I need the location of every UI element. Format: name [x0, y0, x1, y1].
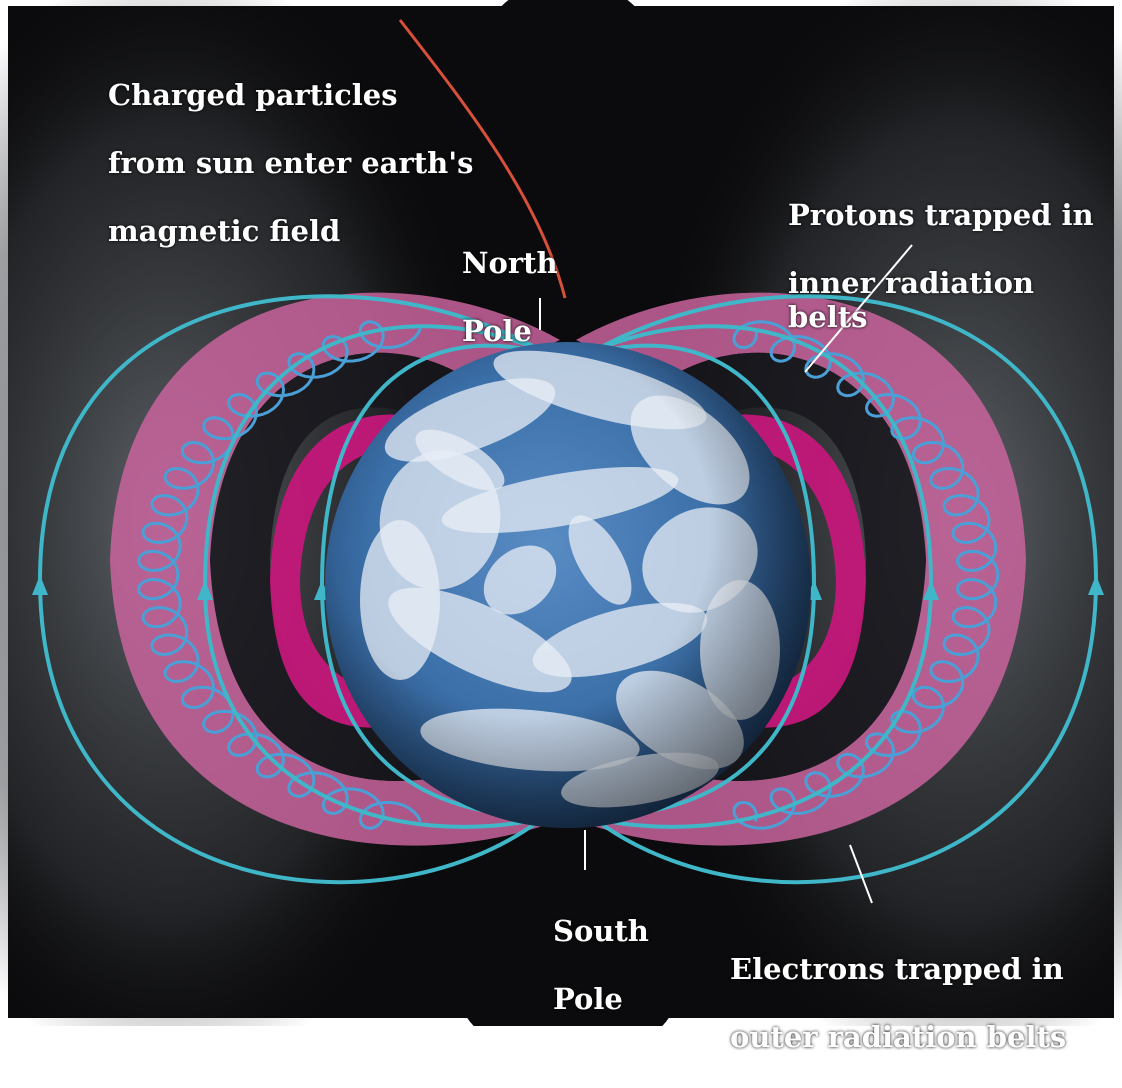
north-pole-line-1: North	[462, 246, 558, 280]
inner-belt-right	[706, 414, 866, 728]
arrow-middle-right	[923, 580, 939, 600]
arrow-middle-left	[197, 580, 213, 600]
charged-particles-line-3: magnetic field	[108, 214, 341, 248]
charged-particles-line-1: Charged particles	[108, 78, 398, 112]
protons-line-1: Protons trapped in	[788, 198, 1094, 232]
protons-line-2: inner radiation belts	[788, 266, 1035, 334]
south-pole-line-1: South	[553, 914, 649, 948]
radiation-belts-diagram: Charged particles from sun enter earth's…	[0, 0, 1122, 1054]
south-pole-label: South Pole	[553, 880, 649, 1050]
charged-particle-path	[398, 19, 567, 299]
electrons-label: Electrons trapped in outer radiation bel…	[730, 918, 1066, 1088]
north-pole-label: North Pole	[462, 212, 558, 382]
earth-shading	[325, 342, 811, 828]
protons-pointer	[804, 244, 913, 373]
earth-globe	[325, 342, 811, 828]
electrons-pointer	[849, 844, 873, 904]
electrons-line-2: outer radiation belts	[730, 1020, 1067, 1054]
arrow-outer-right	[1088, 575, 1104, 595]
outer-belt-left	[110, 292, 560, 846]
belt-gap-left	[210, 352, 470, 781]
protons-label: Protons trapped in inner radiation belts	[788, 164, 1122, 368]
arrow-outer-left	[32, 575, 48, 595]
charged-particles-label: Charged particles from sun enter earth's…	[108, 44, 473, 282]
outer-belt-right	[576, 292, 1026, 846]
electrons-line-1: Electrons trapped in	[730, 952, 1064, 986]
belt-gap-right	[666, 352, 926, 781]
magnetosphere-illustration	[0, 0, 1122, 1026]
electron-helix-left	[137, 320, 422, 830]
inner-belt-left	[270, 414, 430, 728]
polar-gap-bottom	[458, 920, 678, 1026]
north-pole-line-2: Pole	[462, 314, 532, 348]
pointer-lines	[539, 244, 913, 904]
polar-gap-top	[478, 0, 658, 140]
south-pole-line-2: Pole	[553, 982, 623, 1016]
charged-particles-line-2: from sun enter earth's	[108, 146, 474, 180]
electronHelixL-path	[137, 320, 422, 830]
